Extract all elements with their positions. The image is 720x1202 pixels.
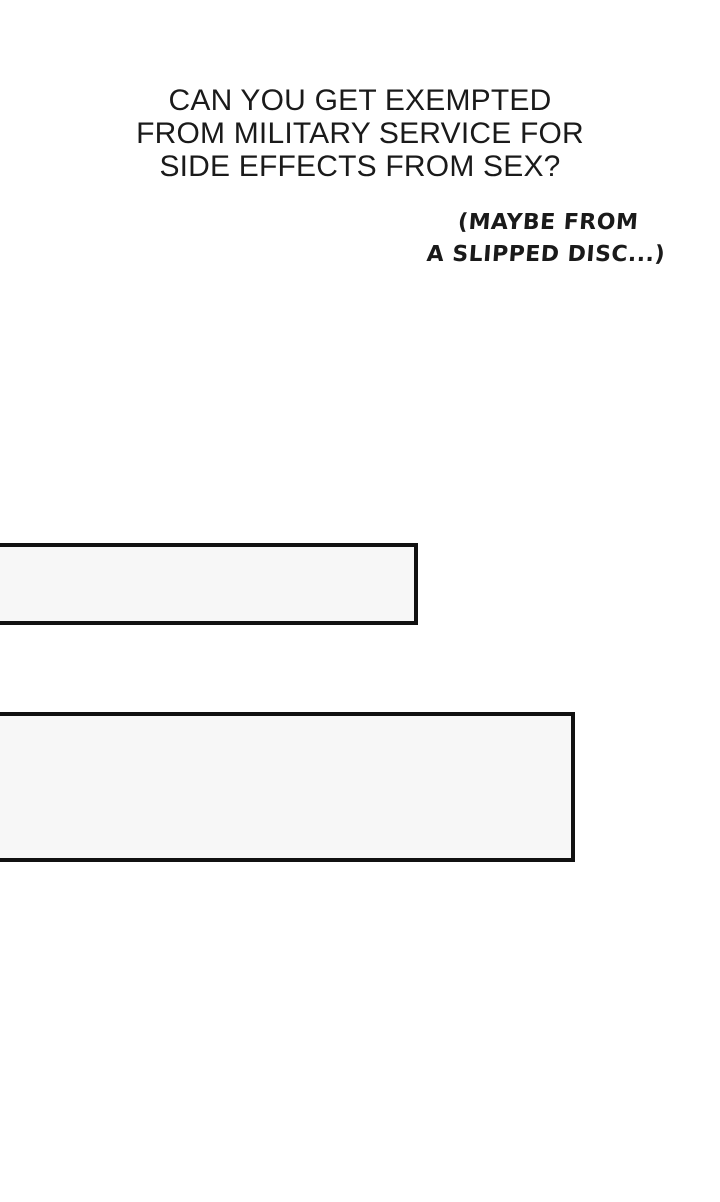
empty-comic-panel-2 <box>0 712 575 862</box>
caption-title: CAN YOU GET EXEMPTED FROM MILITARY SERVI… <box>0 84 720 183</box>
handwritten-note-line-2: A SLIPPED DISC...) <box>425 242 667 267</box>
handwritten-note: (MAYBE FROM A SLIPPED DISC...) <box>405 207 689 271</box>
empty-comic-panel-1 <box>0 543 418 625</box>
caption-title-line-2: FROM MILITARY SERVICE FOR <box>136 117 584 150</box>
caption-title-line-1: CAN YOU GET EXEMPTED <box>168 84 552 117</box>
handwritten-note-line-1: (MAYBE FROM <box>457 210 640 235</box>
caption-title-line-3: SIDE EFFECTS FROM SEX? <box>159 150 561 183</box>
